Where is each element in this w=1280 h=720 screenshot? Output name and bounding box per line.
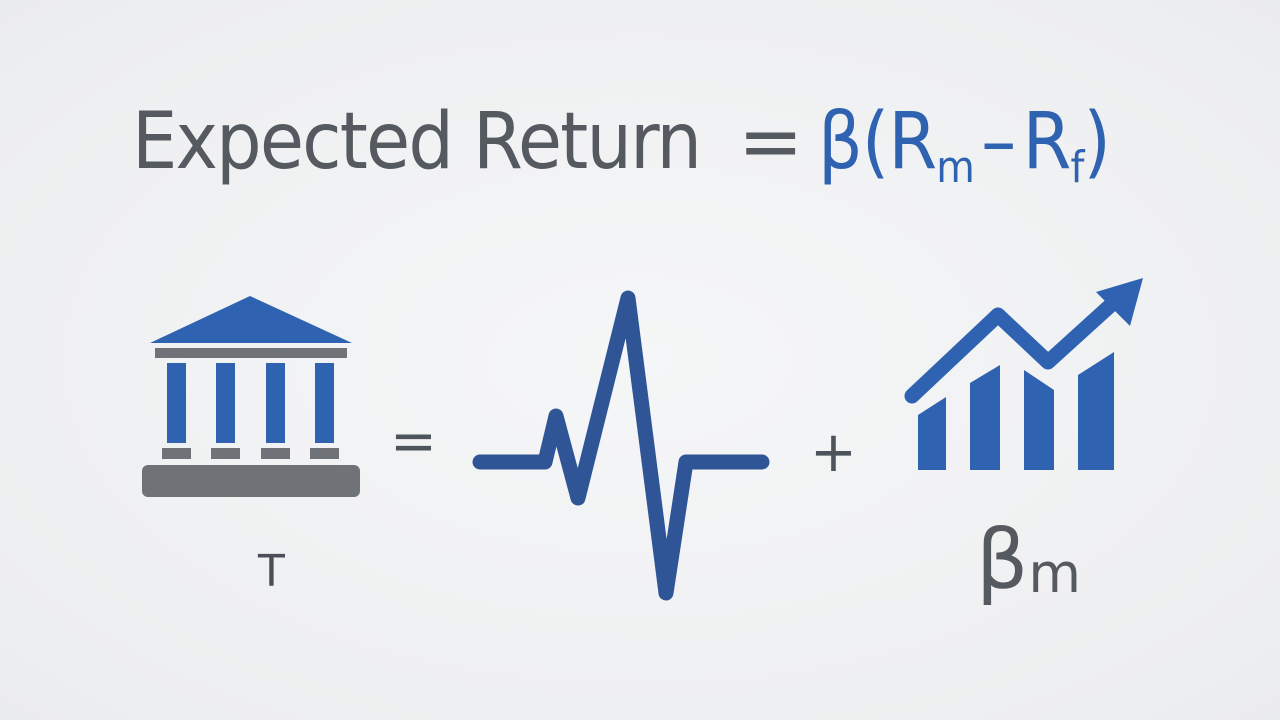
growth-bar-1	[918, 397, 946, 470]
equation-lhs: Expected Return	[132, 97, 702, 187]
growth-bar-2	[970, 365, 1000, 470]
bank-column-base-3	[261, 448, 290, 459]
market-return-subscript: m	[936, 142, 975, 193]
bank-entablature	[155, 348, 347, 358]
growth-bar-3	[1024, 370, 1054, 470]
risk-free-subscript: f	[1070, 142, 1084, 193]
bank-foundation	[142, 465, 360, 497]
equals-operator: =	[390, 409, 437, 474]
bank-column-base-4	[310, 448, 339, 459]
bank-icon	[142, 296, 360, 497]
minus-sign: –	[981, 97, 1016, 187]
growth-trend-line	[904, 296, 1120, 404]
heartbeat-line-icon	[472, 290, 770, 601]
market-return-symbol: R	[888, 97, 937, 187]
growth-bar-chart-icon	[904, 278, 1143, 470]
beta-label-symbol: β	[976, 513, 1029, 608]
beta-symbol: β	[818, 97, 863, 187]
risk-free-symbol: R	[1022, 97, 1072, 187]
bank-column-1	[167, 363, 186, 443]
equation-equals-sign: =	[738, 97, 804, 187]
bank-roof	[150, 296, 352, 343]
bank-label: T	[258, 546, 285, 597]
growth-bar-4	[1078, 352, 1114, 470]
bank-column-base-2	[211, 448, 240, 459]
growth-arrow-head	[1096, 278, 1143, 326]
beta-label-subscript: m	[1028, 542, 1081, 605]
open-paren: (	[861, 97, 889, 187]
equation-rhs: β(Rm–Rf)	[818, 103, 1111, 190]
bank-column-base-1	[162, 448, 191, 459]
bank-column-3	[266, 363, 285, 443]
bank-column-4	[315, 363, 334, 443]
bank-column-2	[216, 363, 235, 443]
beta-market-label: βm	[976, 520, 1081, 602]
close-paren: )	[1083, 97, 1111, 187]
plus-operator: +	[810, 420, 857, 485]
